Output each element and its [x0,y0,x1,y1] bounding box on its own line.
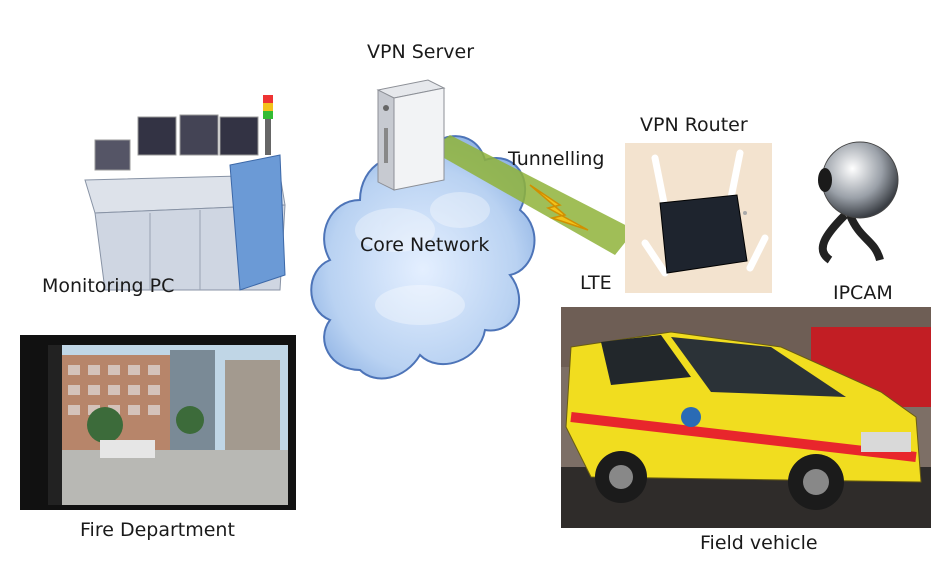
router-icon [641,149,769,277]
fire-department-photo [20,335,296,510]
ipcam-label: IPCAM [833,282,893,304]
field-vehicle-label: Field vehicle [700,532,818,554]
lte-label: LTE [580,272,612,294]
field-vehicle-photo [561,307,931,528]
monitoring-pc-image [84,95,286,291]
monitoring-console-icon [84,95,286,291]
vpn-router-label: VPN Router [640,114,748,136]
ip-camera-icon [818,141,899,264]
core-network-label: Core Network [360,234,490,256]
vpn-server-image [376,79,446,191]
core-network-cloud [310,135,536,380]
vpn-server-label: VPN Server [367,41,475,63]
lightning-icon [529,184,589,231]
ipcam-image [818,141,899,264]
fire-department-label: Fire Department [80,519,235,541]
vpn-router-image [625,143,772,293]
server-icon [376,79,446,191]
tunnelling-label: Tunnelling [508,148,605,170]
monitoring-pc-label: Monitoring PC [42,275,175,297]
tunnel-band [430,135,635,255]
